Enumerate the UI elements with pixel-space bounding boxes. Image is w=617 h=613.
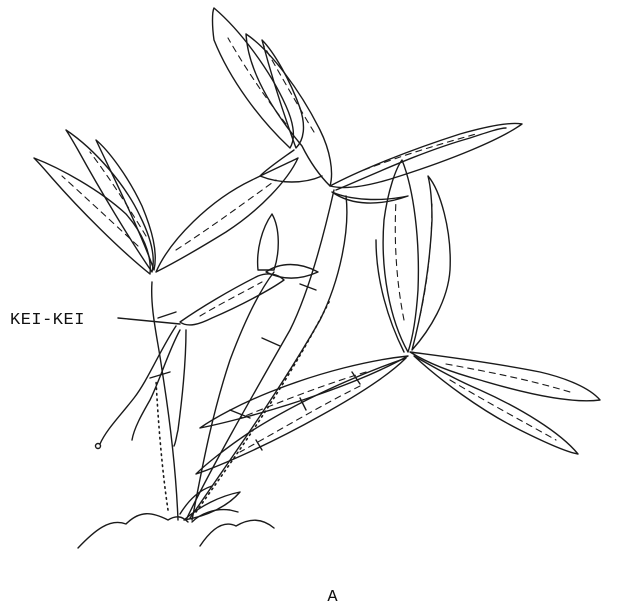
keiki-callout-label: KEI-KEI — [10, 311, 85, 330]
keiki-roots — [96, 326, 187, 449]
leaf-cluster-right — [196, 160, 600, 474]
leaf-cluster-top — [213, 8, 523, 203]
figure-caption: A — [0, 588, 617, 607]
stems — [150, 190, 347, 520]
callout-pointer — [118, 318, 180, 324]
keiki-plantlet — [180, 214, 318, 325]
ground-mound — [78, 510, 274, 548]
